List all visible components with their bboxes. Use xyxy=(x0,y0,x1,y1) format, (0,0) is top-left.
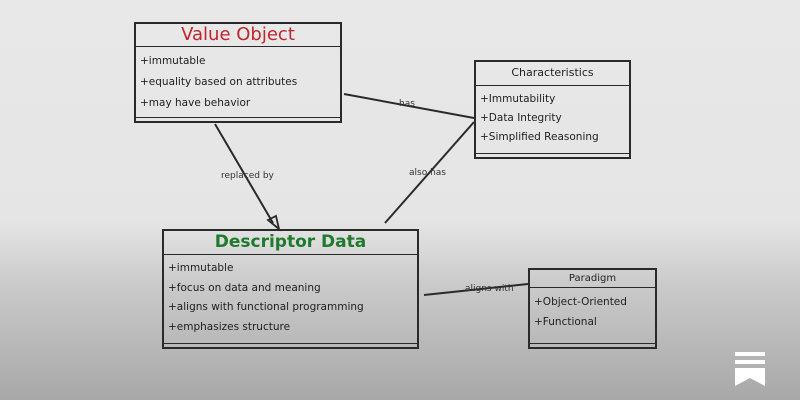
attribute-structure: +emphasizes structure xyxy=(168,320,291,333)
edge-replaced-by-arrowhead xyxy=(266,214,281,232)
attribute-functional: +aligns with functional programming xyxy=(168,301,364,313)
class-paradigm: Paradigm +Object-Oriented +Functional xyxy=(528,268,657,349)
class-attributes-descriptor-data: +immutable +focus on data and meaning +a… xyxy=(164,255,417,337)
class-divider xyxy=(164,343,417,344)
edge-has xyxy=(343,93,475,119)
class-title-descriptor-data: Descriptor Data xyxy=(164,231,417,255)
class-attributes-characteristics: +Immutability +Data Integrity +Simplifie… xyxy=(476,86,629,147)
attribute-simplified-reasoning: +Simplified Reasoning xyxy=(480,131,599,143)
class-title-characteristics: Characteristics xyxy=(476,62,629,86)
attribute-functional: +Functional xyxy=(534,316,597,328)
edge-label-aligns-with: aligns with xyxy=(465,284,514,294)
class-divider xyxy=(530,343,655,344)
class-attributes-value-object: +immutable +equality based on attributes… xyxy=(136,47,340,114)
edge-label-has: has xyxy=(399,99,415,109)
attribute-object-oriented: +Object-Oriented xyxy=(534,296,627,308)
class-title-paradigm: Paradigm xyxy=(530,270,655,288)
attribute-immutability: +Immutability xyxy=(480,93,556,105)
edge-aligns-with xyxy=(423,283,529,296)
class-attributes-paradigm: +Object-Oriented +Functional xyxy=(530,288,655,332)
edge-replaced-by xyxy=(214,123,274,224)
class-descriptor-data: Descriptor Data +immutable +focus on dat… xyxy=(162,229,419,349)
class-title-value-object: Value Object xyxy=(136,24,340,47)
edge-also-has xyxy=(384,121,475,224)
attribute-immutable: +immutable xyxy=(140,55,206,67)
attribute-focus: +focus on data and meaning xyxy=(168,281,321,294)
attribute-equality: +equality based on attributes xyxy=(140,76,298,88)
attribute-behavior: +may have behavior xyxy=(140,97,251,109)
bookmark-icon[interactable] xyxy=(735,352,765,386)
edge-label-replaced-by: replaced by xyxy=(221,171,274,181)
class-value-object: Value Object +immutable +equality based … xyxy=(134,22,342,123)
class-characteristics: Characteristics +Immutability +Data Inte… xyxy=(474,60,631,159)
class-divider xyxy=(476,153,629,154)
attribute-data-integrity: +Data Integrity xyxy=(480,112,562,124)
edge-label-also-has: also has xyxy=(409,168,446,178)
class-divider xyxy=(136,117,340,118)
attribute-immutable: +immutable xyxy=(168,262,234,274)
